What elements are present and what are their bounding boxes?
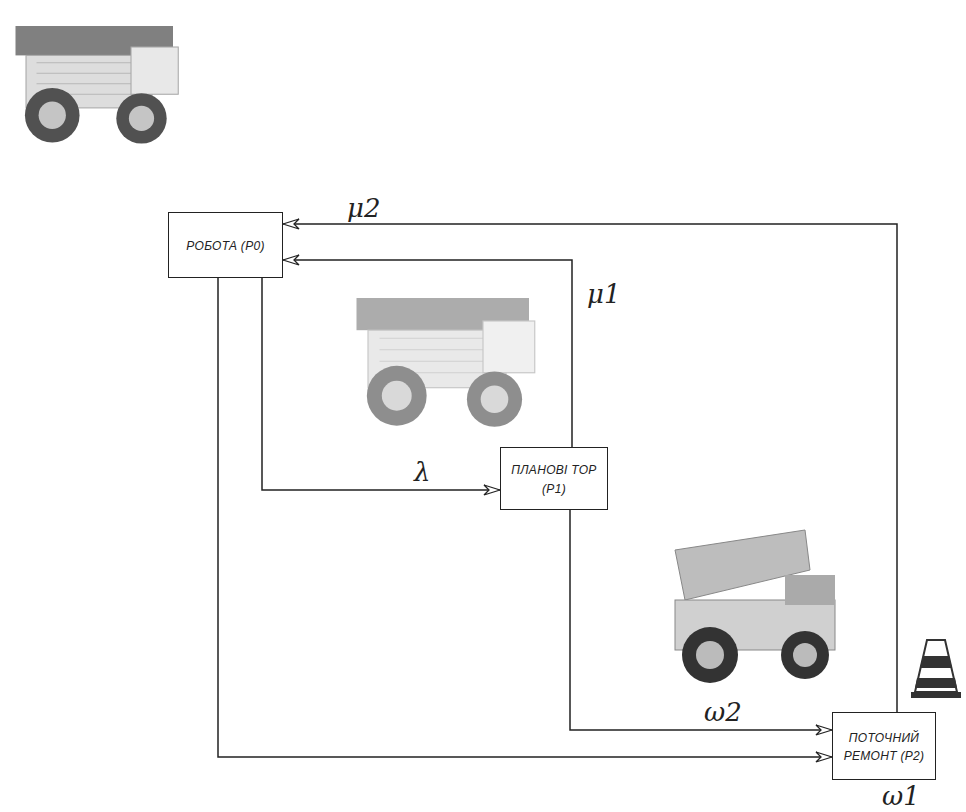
rate-label-box: ω1 <box>880 782 922 811</box>
state-box: РОБОТА (P0) <box>168 212 283 278</box>
state-box: ПОТОЧНИЙ РЕМОНТ (P2) <box>832 712 936 780</box>
rate-label-box: μ1 <box>585 280 622 309</box>
transition-arrow <box>283 260 572 447</box>
transition-arrow <box>283 224 897 712</box>
rate-label: μ1 <box>587 279 620 309</box>
rate-label-box: λ <box>412 458 432 487</box>
transition-arrow <box>262 278 500 490</box>
rate-label: λ <box>414 457 430 487</box>
state-label: ПЛАНОВІ ТОР (P1) <box>511 463 596 495</box>
rate-label: μ2 <box>347 193 380 223</box>
rate-label-box: ω2 <box>702 698 744 727</box>
state-box: ПЛАНОВІ ТОР (P1) <box>500 447 608 510</box>
transition-arrow <box>218 278 832 757</box>
state-label: РОБОТА (P0) <box>186 239 264 253</box>
transition-arrow <box>570 510 832 730</box>
rate-label: ω2 <box>704 697 742 727</box>
state-label: ПОТОЧНИЙ РЕМОНТ (P2) <box>844 731 925 763</box>
rate-label-box: μ2 <box>345 194 382 223</box>
rate-label: ω1 <box>882 781 920 811</box>
